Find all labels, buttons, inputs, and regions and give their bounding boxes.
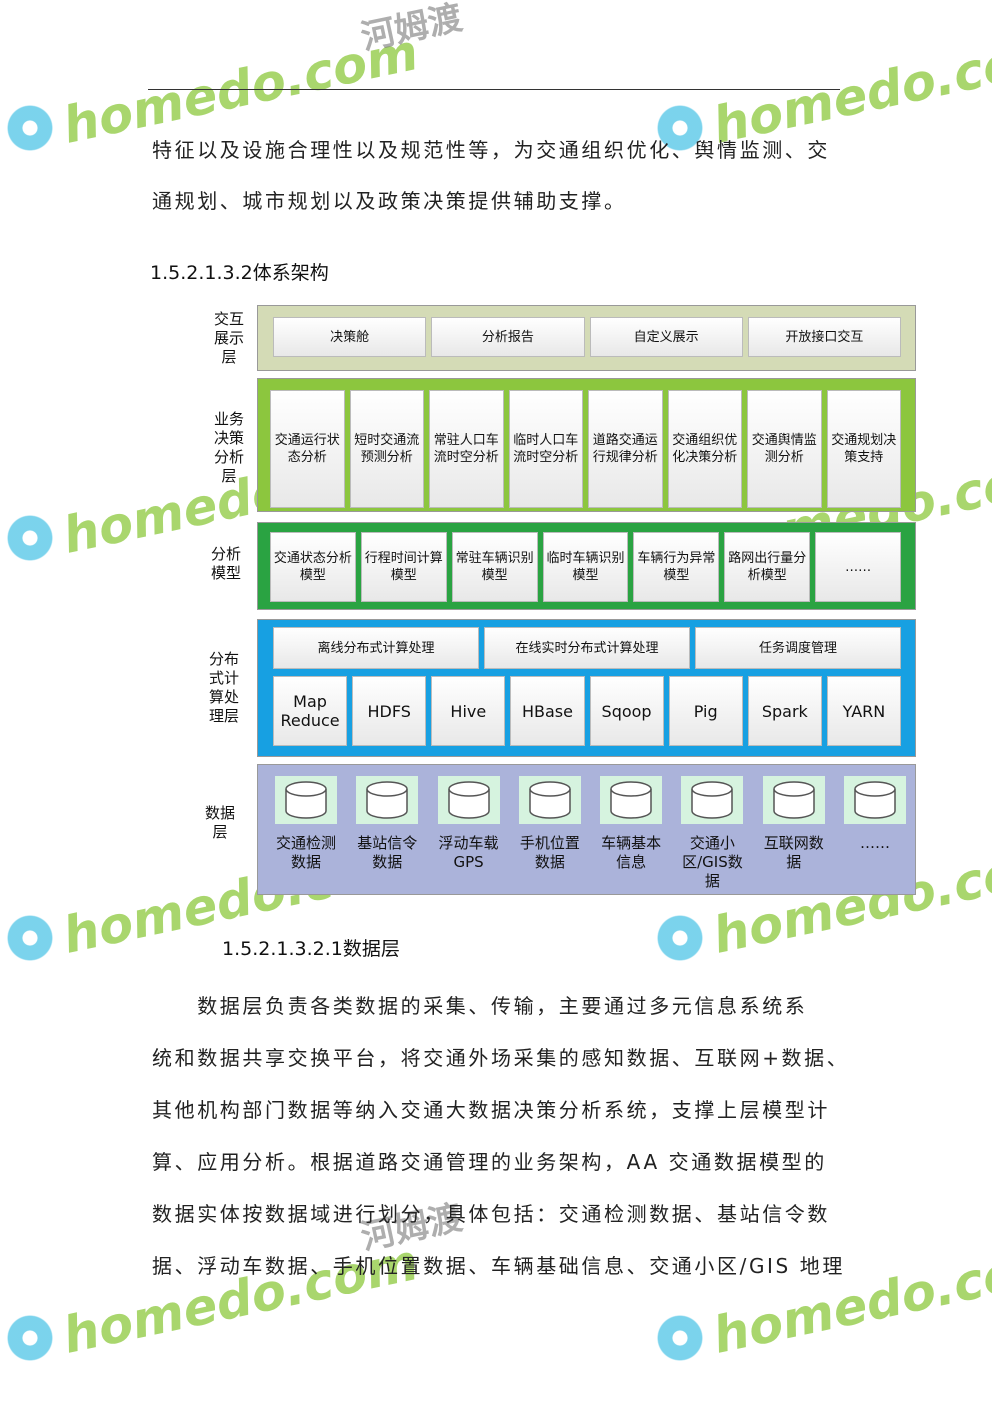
diagram-box: 交通运行状态分析 [270, 390, 345, 508]
database-icon [275, 776, 337, 824]
watermark-logo-icon [2, 1310, 58, 1366]
database-icon [681, 776, 744, 824]
diagram-box: 临时车辆识别模型 [542, 532, 629, 602]
diagram-box: 交通状态分析模型 [270, 532, 356, 602]
data-source: 车辆基本信息 [600, 776, 663, 872]
data-source-label: 互联网数据 [763, 834, 824, 871]
data-source: 基站信令数据 [356, 776, 419, 872]
diagram-box: 常驻车辆识别模型 [451, 532, 538, 602]
data-source: …… [844, 776, 906, 853]
section-heading: 1.5.2.1.3.2体系架构 [150, 262, 329, 284]
diagram-box: 短时交通流预测分析 [349, 390, 424, 508]
watermark-logo-icon [652, 1310, 708, 1366]
diagram-box: 开放接口交互 [747, 317, 901, 357]
data-source: 手机位置数据 [518, 776, 581, 872]
data-source-label: 交通小区/GIS数据 [682, 834, 743, 890]
diagram-box: 自定义展示 [589, 317, 743, 357]
diagram-box: 在线实时分布式计算处理 [484, 627, 690, 669]
database-icon [518, 776, 581, 824]
diagram-box: Spark [747, 676, 822, 746]
layer-label-models: 分析模型 [210, 545, 241, 582]
subsection-heading: 1.5.2.1.3.2.1数据层 [222, 938, 400, 960]
diagram-box: Sqoop [589, 676, 664, 746]
watermark-logo-icon [2, 910, 58, 966]
database-icon [437, 776, 500, 824]
diagram-box: HBase [510, 676, 585, 746]
watermark-logo-icon [2, 100, 58, 156]
diagram-box: 分析报告 [431, 317, 585, 357]
body-line: 通规划、城市规划以及政策决策提供辅助支撑。 [152, 189, 627, 213]
diagram-box: 离线分布式计算处理 [273, 627, 479, 669]
database-icon [762, 776, 825, 824]
diagram-box: 常驻人口车流时空分析 [429, 390, 504, 508]
diagram-box: 任务调度管理 [695, 627, 901, 669]
data-source-label: …… [860, 834, 890, 852]
diagram-box: 临时人口车流时空分析 [508, 390, 583, 508]
diagram-box: 交通舆情监测分析 [747, 390, 822, 508]
diagram-box: 车辆行为异常模型 [633, 532, 720, 602]
body-line: 数据层负责各类数据的采集、传输，主要通过多元信息系统系 [152, 994, 808, 1018]
data-source: 交通小区/GIS数据 [681, 776, 744, 891]
body-line: 特征以及设施合理性以及规范性等，为交通组织优化、舆情监测、交 [152, 138, 830, 162]
diagram-box: HDFS [352, 676, 427, 746]
body-line: 其他机构部门数据等纳入交通大数据决策分析系统，支撑上层模型计 [152, 1098, 830, 1122]
header-rule [148, 89, 840, 90]
body-line: 算、应用分析。根据道路交通管理的业务架构，AA 交通数据模型的 [152, 1150, 827, 1174]
database-icon [356, 776, 419, 824]
layer-label-interaction: 交互展示层 [213, 310, 244, 366]
data-source-label: 手机位置数据 [519, 834, 580, 871]
diagram-box: 交通规划决策支持 [826, 390, 901, 508]
watermark-logo-icon [652, 100, 708, 156]
body-line: 统和数据共享交换平台，将交通外场采集的感知数据、互联网+数据、 [152, 1046, 850, 1070]
watermark-logo-icon [652, 910, 708, 966]
diagram-box: 交通组织优化决策分析 [667, 390, 742, 508]
database-icon [600, 776, 663, 824]
data-source-label: 交通检测数据 [275, 834, 336, 871]
watermark-logo-icon [2, 510, 58, 566]
diagram-box: Pig [668, 676, 743, 746]
layer-label-compute: 分布式计算处理层 [208, 650, 239, 725]
database-icon [844, 776, 906, 824]
body-line: 数据实体按数据域进行划分，具体包括：交通检测数据、基站信令数 [152, 1202, 830, 1226]
diagram-box: Hive [431, 676, 506, 746]
diagram-box: 行程时间计算模型 [360, 532, 447, 602]
data-source-label: 基站信令数据 [357, 834, 418, 871]
data-source: 互联网数据 [762, 776, 825, 872]
body-line: 据、浮动车数据、手机位置数据、车辆基础信息、交通小区/GIS 地理 [152, 1254, 845, 1278]
data-source: 交通检测数据 [275, 776, 337, 872]
diagram-box: 道路交通运行规律分析 [588, 390, 663, 508]
layer-label-business: 业务决策分析层 [213, 410, 244, 485]
diagram-box: 路网出行量分析模型 [724, 532, 811, 602]
diagram-box: Map Reduce [273, 676, 348, 746]
diagram-box: 决策舱 [273, 317, 427, 357]
data-source-label: 浮动车载GPS [438, 834, 499, 871]
diagram-box: YARN [826, 676, 901, 746]
data-source: 浮动车载GPS [437, 776, 500, 872]
layer-label-data: 数据层 [204, 804, 235, 841]
diagram-box: …… [815, 532, 901, 602]
data-source-label: 车辆基本信息 [601, 834, 662, 871]
